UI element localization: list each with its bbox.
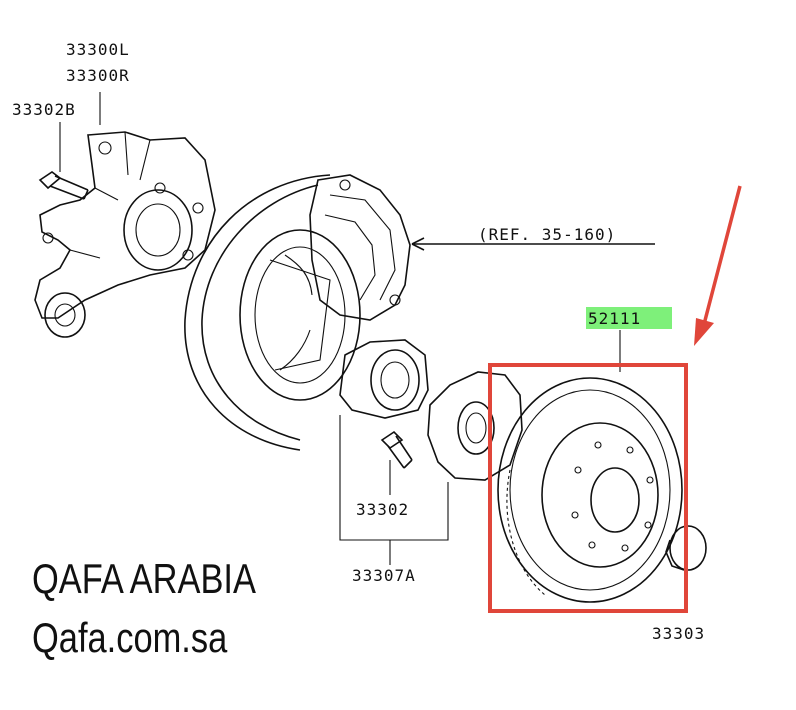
wheel-hub-drawing xyxy=(339,339,429,419)
brand-url[interactable]: Qafa.com.sa xyxy=(32,614,228,661)
brake-disc-drawing xyxy=(497,377,683,603)
label-knuckle-right: 33300R xyxy=(66,66,130,85)
label-hub-assembly: 33307A xyxy=(352,566,416,585)
knuckle-bolt-drawing xyxy=(38,171,89,200)
label-knuckle-bolt: 33302B xyxy=(12,100,76,119)
brand-name: QAFA ARABIA xyxy=(32,555,256,602)
selection-box xyxy=(488,363,688,613)
drive-flange-drawing xyxy=(427,371,523,481)
steering-knuckle-drawing xyxy=(34,131,216,338)
label-reference: (REF. 35-160) xyxy=(478,225,616,244)
label-knuckle-left: 33300L xyxy=(66,40,130,59)
hub-bolt-drawing xyxy=(380,430,413,469)
pointer-arrow xyxy=(694,185,742,346)
brake-caliper-drawing xyxy=(309,174,411,321)
part-number-highlight xyxy=(586,307,672,329)
label-hub-cap: 33303 xyxy=(652,624,705,643)
label-hub-bolt: 33302 xyxy=(356,500,409,519)
brake-backing-plate-drawing xyxy=(184,174,361,451)
label-brake-disc: 52111 xyxy=(588,309,641,328)
reference-leader xyxy=(411,237,655,251)
